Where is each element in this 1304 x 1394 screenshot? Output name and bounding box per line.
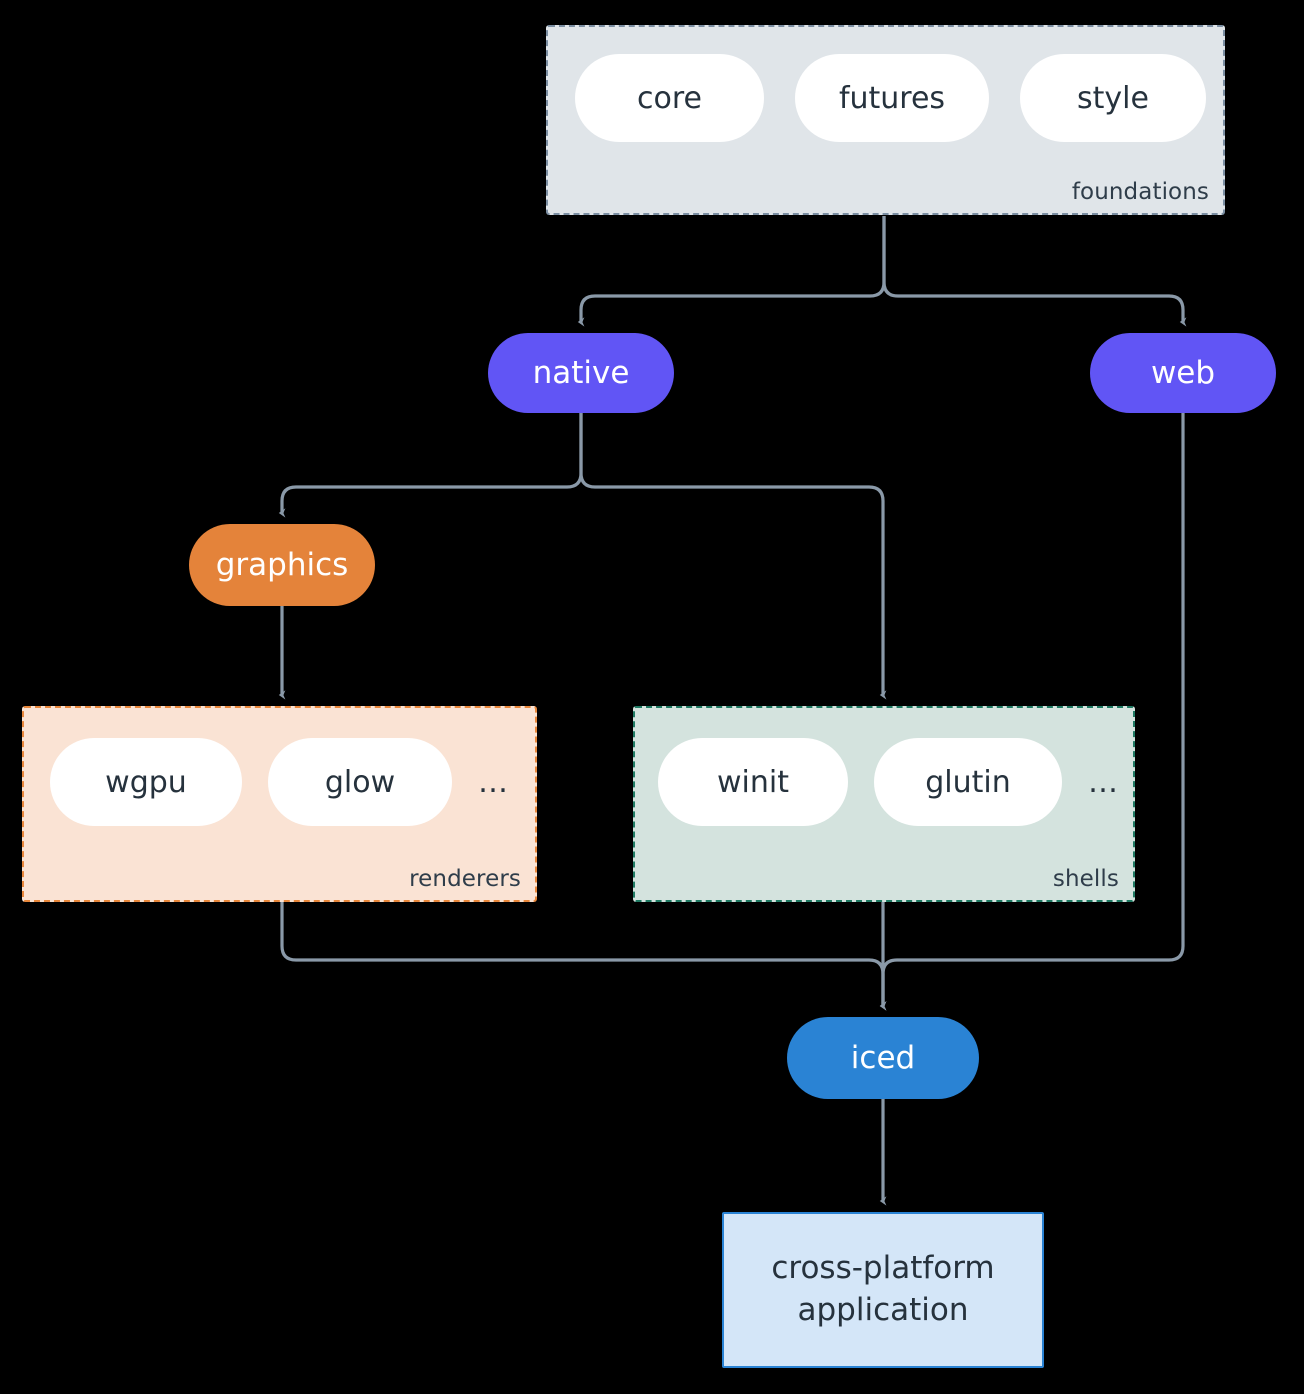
application-line-1: cross-platform	[771, 1250, 995, 1287]
group-shells-items: winit glutin …	[658, 738, 1140, 826]
edge-native-to-shells	[579, 413, 887, 700]
node-glutin[interactable]: glutin	[874, 738, 1062, 826]
group-label-foundations: foundations	[1071, 179, 1209, 205]
group-foundations-items: core futures style	[575, 54, 1206, 142]
application-line-2: application	[797, 1292, 969, 1328]
group-foundations: core futures style foundations	[546, 25, 1225, 215]
node-graphics[interactable]: graphics	[189, 524, 375, 606]
group-label-shells: shells	[1052, 866, 1119, 892]
group-renderers-items: wgpu glow …	[50, 738, 530, 826]
group-shells: winit glutin … shells	[633, 706, 1135, 902]
renderers-more-icon: …	[478, 764, 509, 800]
node-wgpu[interactable]: wgpu	[50, 738, 242, 826]
node-web[interactable]: web	[1090, 333, 1276, 413]
edge-foundations-to-native	[577, 216, 886, 327]
node-glow[interactable]: glow	[268, 738, 452, 826]
node-futures[interactable]: futures	[795, 54, 989, 142]
group-renderers: wgpu glow … renderers	[22, 706, 537, 902]
node-iced[interactable]: iced	[787, 1017, 979, 1099]
edge-native-to-graphics	[278, 413, 583, 518]
group-label-renderers: renderers	[409, 866, 521, 892]
node-style[interactable]: style	[1020, 54, 1206, 142]
shells-more-icon: …	[1088, 764, 1119, 800]
node-core[interactable]: core	[575, 54, 764, 142]
edge-foundations-to-web	[882, 216, 1187, 327]
node-cross-platform-application[interactable]: cross-platform application	[722, 1212, 1044, 1368]
node-native[interactable]: native	[488, 333, 674, 413]
edge-renderers-to-iced	[280, 902, 887, 1011]
node-winit[interactable]: winit	[658, 738, 848, 826]
